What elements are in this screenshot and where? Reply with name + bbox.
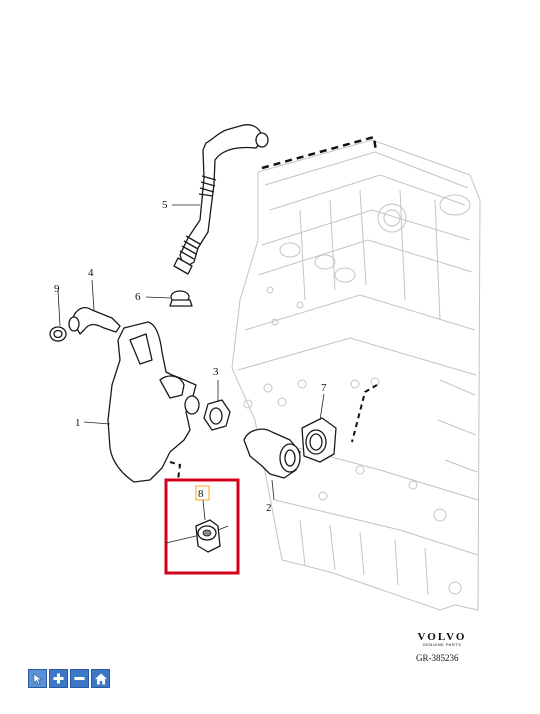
hose-clamp-part-7[interactable] <box>301 417 337 463</box>
callout-labels: 1 2 3 4 5 6 7 8 9 <box>54 199 327 514</box>
leader-lines <box>57 204 325 544</box>
zoom-out-button[interactable] <box>70 669 89 688</box>
breather-hose-part-5[interactable] <box>173 124 269 275</box>
callout-6[interactable]: 6 <box>135 291 141 303</box>
home-button[interactable] <box>91 669 110 688</box>
callout-1[interactable]: 1 <box>75 417 81 429</box>
minus-icon <box>74 677 85 680</box>
short-hose-part-4[interactable] <box>68 307 121 335</box>
callout-8[interactable]: 8 <box>198 488 204 500</box>
zoom-toolbar <box>28 669 110 688</box>
dashed-connector-lines <box>169 135 378 481</box>
diagram-reference: GR-385236 <box>416 653 459 663</box>
oil-trap-part-1[interactable] <box>107 321 200 483</box>
brand-logo: VOLVO <box>417 631 467 643</box>
selected-callout-marker <box>195 485 210 501</box>
home-icon <box>94 673 107 684</box>
hose-clamp-part-9[interactable] <box>49 326 67 342</box>
callout-7[interactable]: 7 <box>321 382 327 394</box>
pan-icon <box>33 673 43 685</box>
plus-icon <box>53 673 64 684</box>
zoom-in-button[interactable] <box>49 669 68 688</box>
callout-4[interactable]: 4 <box>88 267 94 279</box>
hose-clamp-part-6[interactable] <box>169 290 193 307</box>
callout-3[interactable]: 3 <box>213 366 219 378</box>
hose-clamp-part-3[interactable] <box>203 399 231 431</box>
seal-part-8[interactable] <box>195 519 221 553</box>
callout-5[interactable]: 5 <box>162 199 168 211</box>
volvo-brand: VOLVO GENUINE PARTS <box>410 631 474 647</box>
selection-highlight-box <box>164 478 240 575</box>
engine-block-ghost <box>231 139 481 611</box>
elbow-connector-part-2[interactable] <box>243 428 301 479</box>
callout-9[interactable]: 9 <box>54 283 60 295</box>
callout-2[interactable]: 2 <box>266 502 272 514</box>
brand-tagline: GENUINE PARTS <box>422 642 462 647</box>
pan-button[interactable] <box>28 669 47 688</box>
